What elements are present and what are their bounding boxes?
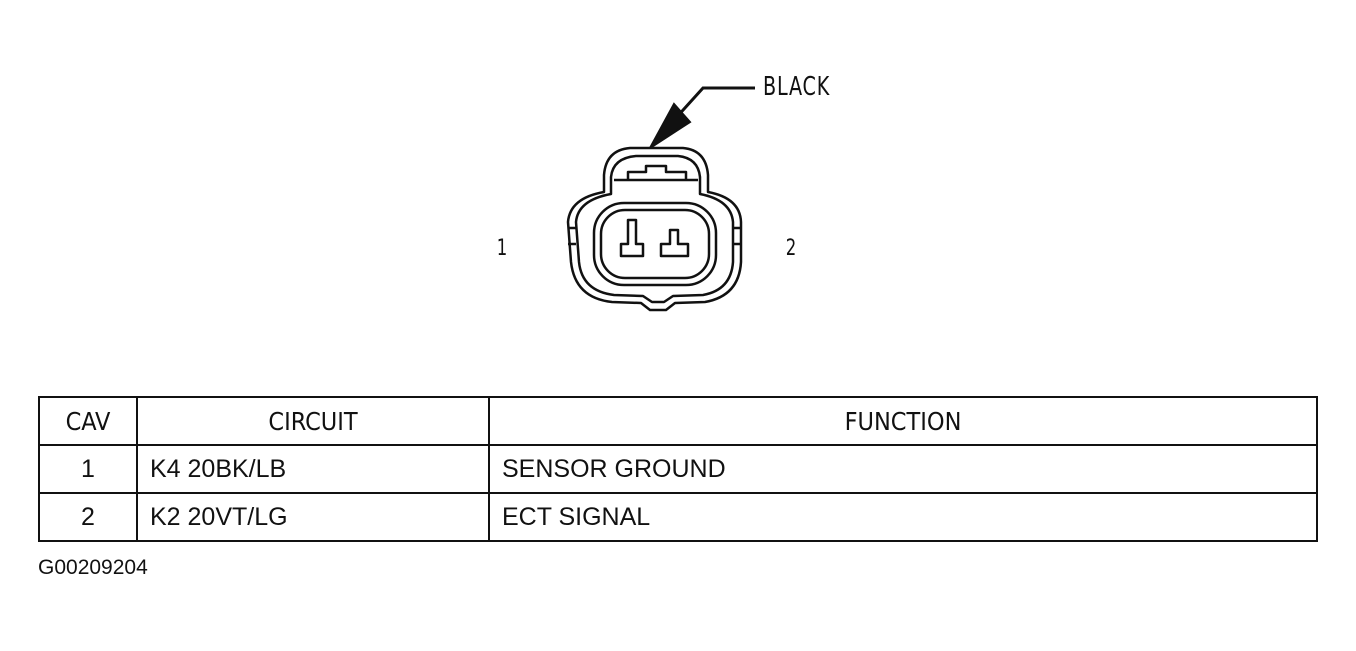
- connector-drawing: [566, 86, 755, 312]
- header-cav: CAV: [38, 396, 138, 446]
- wire-color-callout: BLACK: [763, 72, 831, 102]
- pin-label-1: 1: [496, 236, 508, 261]
- pin-label-2: 2: [785, 236, 797, 261]
- header-circuit: CIRCUIT: [136, 396, 490, 446]
- header-function: FUNCTION: [488, 396, 1318, 446]
- cell-function: ECT SIGNAL: [488, 492, 1318, 542]
- connector-housing: [566, 146, 743, 312]
- pinout-table: CAV CIRCUIT FUNCTION 1 K4 20BK/LB SENSOR…: [38, 396, 1318, 542]
- figure-id: G00209204: [38, 556, 148, 579]
- cell-circuit: K4 20BK/LB: [136, 444, 490, 494]
- table-row: 1 K4 20BK/LB SENSOR GROUND: [38, 444, 1318, 494]
- cell-circuit: K2 20VT/LG: [136, 492, 490, 542]
- table-header-row: CAV CIRCUIT FUNCTION: [38, 396, 1318, 446]
- cell-cav: 2: [38, 492, 138, 542]
- connector-diagram: BLACK 1 2: [496, 72, 831, 312]
- cell-function: SENSOR GROUND: [488, 444, 1318, 494]
- cell-cav: 1: [38, 444, 138, 494]
- table-row: 2 K2 20VT/LG ECT SIGNAL: [38, 492, 1318, 542]
- callout-arrow: [649, 86, 755, 149]
